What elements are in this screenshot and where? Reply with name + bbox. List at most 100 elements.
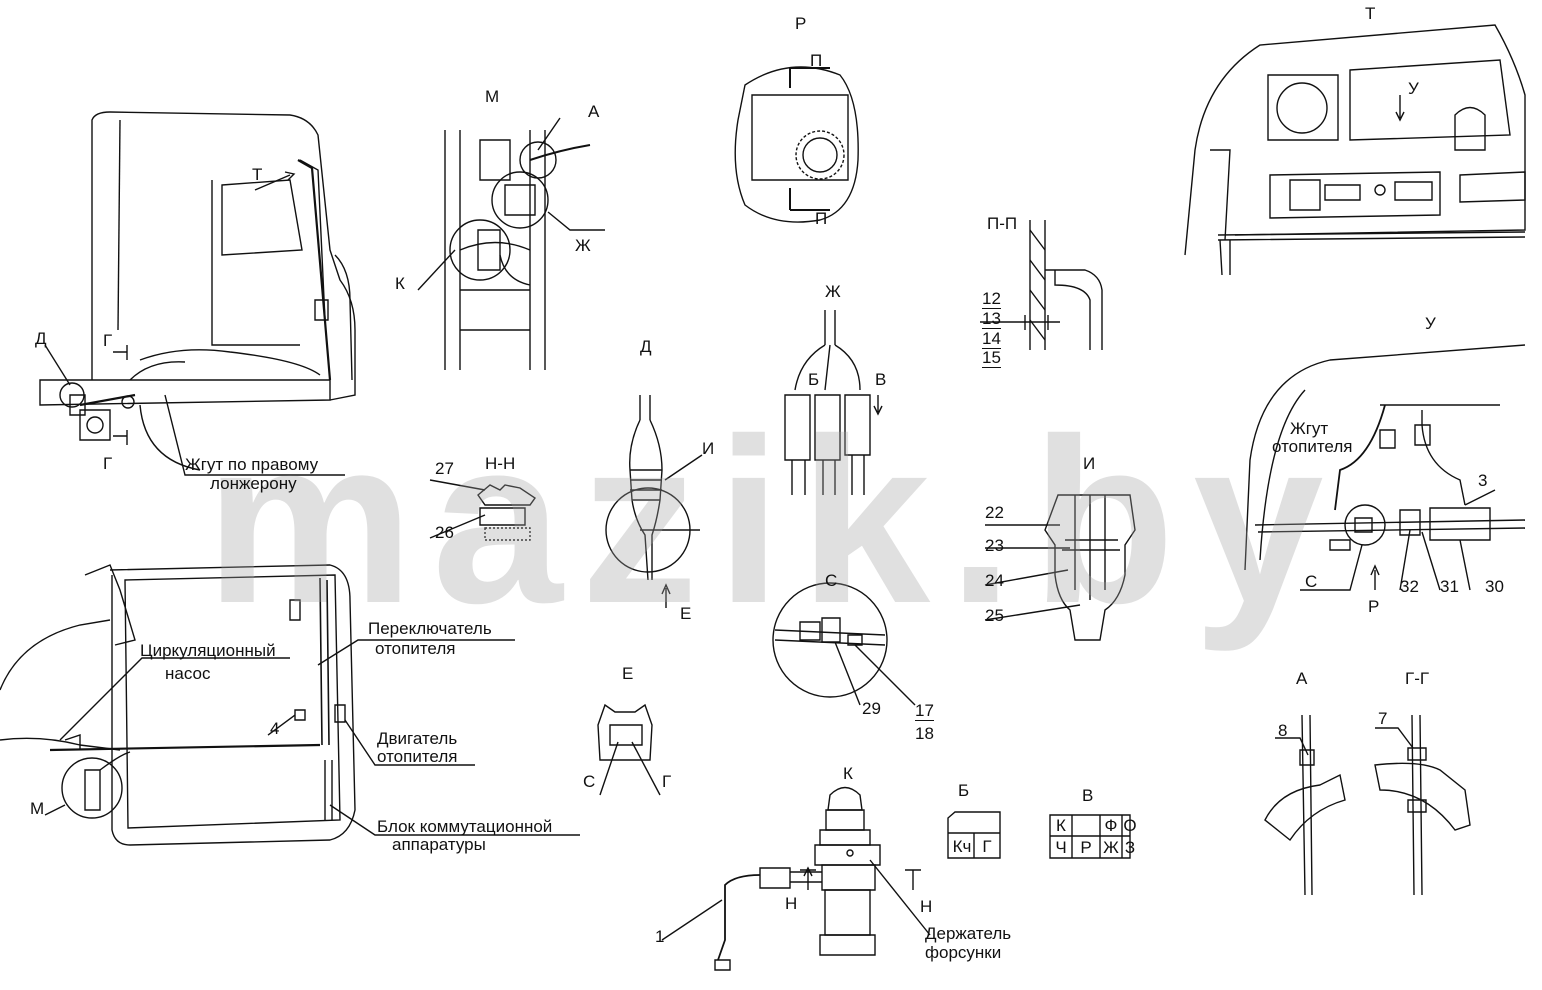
view-s	[772, 582, 888, 698]
pos-32: 32	[1400, 577, 1419, 596]
view-zh	[784, 310, 871, 495]
s-29-leader	[834, 641, 861, 706]
section-label-n2: Н	[920, 897, 933, 916]
view-k	[714, 786, 881, 971]
view-label-d: Д	[640, 337, 652, 356]
leader-label-s-u: С	[1305, 572, 1318, 591]
u-32-leader	[1399, 529, 1411, 591]
d-leader	[44, 344, 71, 386]
pump-leader	[59, 657, 290, 741]
view-p	[734, 66, 859, 223]
leader-label-b: Б	[808, 370, 820, 389]
view-label-t: Т	[1365, 4, 1376, 23]
motor-leader	[344, 719, 475, 766]
pos-1: 1	[655, 927, 665, 946]
d-i-leader	[664, 454, 703, 481]
view-label-v: В	[1082, 786, 1094, 805]
section-gg	[1374, 714, 1471, 896]
m-zh-leader	[547, 211, 605, 231]
nn-27-leader	[429, 479, 486, 491]
leader-label-zh: Ж	[575, 236, 591, 255]
connector-v-r1c3: Ф	[1104, 816, 1118, 835]
switch-leader	[317, 639, 515, 666]
view-label-pp: П-П	[987, 214, 1018, 233]
leader-label-a: А	[588, 102, 600, 121]
callout-holder-line1: Держатель	[925, 924, 1012, 943]
connector-v-r2c3: Ж	[1103, 838, 1119, 857]
callout-motor-line1: Двигатель	[377, 729, 458, 748]
u-3-leader	[1464, 489, 1496, 506]
pos-23: 23	[985, 536, 1004, 555]
section-nn	[477, 484, 536, 541]
view-label-k: К	[843, 764, 853, 783]
connector-v-r1c1: К	[1056, 816, 1066, 835]
callout-zhgut-otop-line1: Жгут	[1290, 419, 1329, 438]
view-d	[605, 395, 700, 581]
callout-holder-line2: форсунки	[925, 943, 1002, 962]
view-label-i: И	[1083, 454, 1096, 473]
view-a-bottom	[1264, 714, 1346, 896]
pos-27: 27	[435, 459, 454, 478]
leader-label-k: К	[395, 274, 405, 293]
section-label-g1: Г	[103, 331, 113, 350]
u-p-arrow	[1370, 564, 1380, 590]
pos-25: 25	[985, 606, 1004, 625]
k-n1-mark	[800, 866, 816, 890]
connector-b-cell-1: Кч	[952, 837, 972, 856]
leader-label-m: М	[30, 799, 45, 818]
view-label-nn: Н-Н	[485, 454, 516, 473]
leader-label-g: Г	[662, 772, 672, 791]
view-label-u: У	[1425, 314, 1436, 333]
pos-24: 24	[985, 571, 1004, 590]
leader-label-u: У	[1408, 79, 1419, 98]
leader-label-v: В	[875, 370, 887, 389]
leader-label-t: Т	[252, 165, 263, 184]
front-m-leader	[44, 804, 66, 816]
callout-switch-line2: отопителя	[375, 639, 456, 658]
callout-pump-line1: Циркуляционный	[140, 641, 276, 660]
connector-b	[947, 811, 1001, 859]
e-g-leader	[631, 741, 661, 796]
k-1-leader	[661, 899, 723, 941]
leader-label-i: И	[702, 439, 715, 458]
cab-side-view	[39, 111, 356, 471]
connector-v-r2c1: Ч	[1055, 838, 1067, 857]
view-label-e: Е	[622, 664, 634, 683]
connector-v	[1049, 814, 1131, 859]
leader-label-p1: П	[810, 51, 823, 70]
view-t	[1184, 24, 1526, 276]
leader-label-s: С	[583, 772, 596, 791]
pos-22: 22	[985, 503, 1004, 522]
callout-motor-line2: отопителя	[377, 747, 458, 766]
a-8-leader	[1275, 737, 1309, 756]
t-u-arrow	[1395, 95, 1405, 122]
leader-label-d: Д	[35, 329, 47, 348]
view-u	[1244, 344, 1526, 571]
section-pp	[1010, 220, 1103, 350]
block-leader	[329, 804, 580, 836]
zh-v-arrow	[873, 395, 883, 416]
leader-label-p2: П	[815, 209, 828, 228]
u-31-leader	[1421, 531, 1441, 591]
pos-15: 15	[982, 348, 1001, 368]
callout-zhgut-pravomu-line2: лонжерону	[210, 474, 297, 493]
callout-zhgut-pravomu-line1: Жгут по правому	[185, 455, 319, 474]
m-k-leader	[417, 249, 456, 291]
pos-13: 13	[982, 309, 1001, 329]
pos-8: 8	[1278, 721, 1288, 740]
u-s-leader	[1300, 544, 1363, 591]
pos-7: 7	[1378, 709, 1388, 728]
k-holder-leader	[869, 859, 931, 936]
pos-12: 12	[982, 289, 1001, 309]
pos-4: 4	[270, 719, 280, 738]
t-leader-arrow	[254, 174, 291, 191]
gg-7-leader	[1375, 727, 1414, 749]
leader-label-p-arrow: Р	[1368, 597, 1380, 616]
pos-17: 17	[915, 701, 934, 721]
connector-v-r2c2: Р	[1080, 838, 1092, 857]
callout-block-line2: аппаратуры	[392, 835, 486, 854]
pos-3: 3	[1478, 471, 1488, 490]
view-label-zh: Ж	[825, 282, 841, 301]
view-i	[1044, 494, 1136, 641]
callout-pump-line2: насос	[165, 664, 211, 683]
